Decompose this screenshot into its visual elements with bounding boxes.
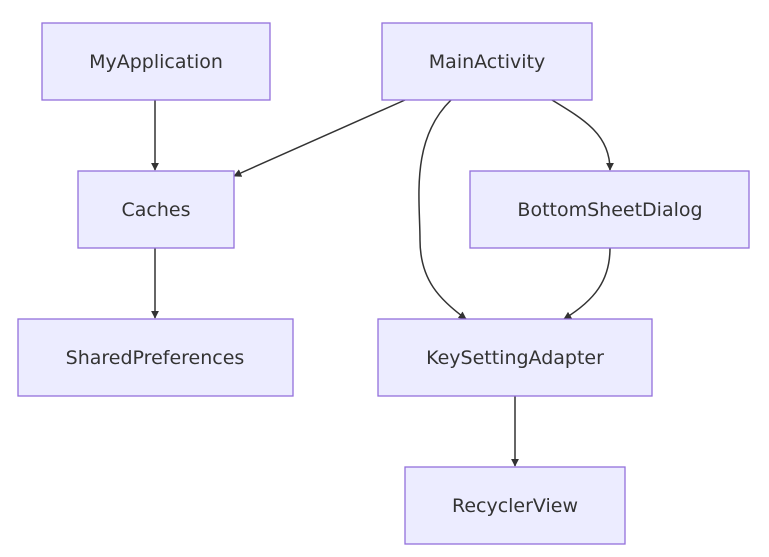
node-label: KeySettingAdapter (426, 347, 604, 369)
node-label: RecyclerView (452, 495, 578, 517)
node-box (17, 318, 294, 397)
edge-bottomsheetdialog-to-keysettingadapter (563, 247, 611, 320)
node-label: MyApplication (89, 51, 223, 73)
node-keysettingadapter: KeySettingAdapter (377, 318, 653, 397)
node-myapplication: MyApplication (41, 22, 271, 101)
edge-mainactivity-to-bottomsheetdialog (551, 99, 614, 171)
node-box (77, 170, 235, 249)
node-box (377, 318, 653, 397)
node-box (41, 22, 271, 101)
node-label: BottomSheetDialog (517, 199, 702, 221)
edge-mainactivity-to-keysettingadapter (418, 99, 467, 320)
node-bottomsheetdialog: BottomSheetDialog (469, 170, 750, 249)
edges (151, 99, 614, 467)
node-box (404, 466, 626, 545)
node-label: SharedPreferences (66, 347, 245, 369)
node-label: MainActivity (429, 51, 545, 73)
node-box (381, 22, 593, 101)
edge-mainactivity-to-caches (233, 99, 406, 177)
node-mainactivity: MainActivity (381, 22, 593, 101)
node-recyclerview: RecyclerView (404, 466, 626, 545)
node-label: Caches (122, 199, 191, 221)
node-caches: Caches (77, 170, 235, 249)
node-sharedpreferences: SharedPreferences (17, 318, 294, 397)
node-box (469, 170, 750, 249)
